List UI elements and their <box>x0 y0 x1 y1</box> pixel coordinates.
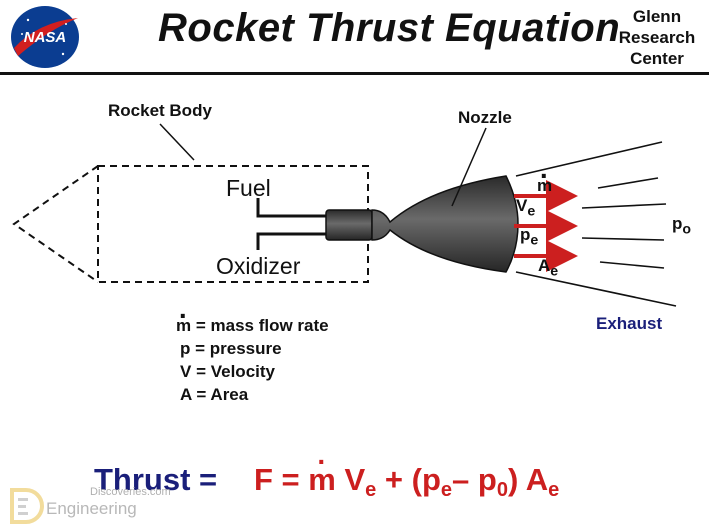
nozzle-bell <box>371 175 519 273</box>
ve-subscript: e <box>527 203 536 220</box>
exhaust-streak-3 <box>581 237 665 241</box>
eq-close-a: ) A <box>507 462 549 497</box>
header-divider <box>0 72 709 75</box>
legend-symbol-v: V <box>180 362 192 381</box>
eq-pe-sub: e <box>440 479 453 501</box>
nasa-logo-text: NASA <box>24 29 67 46</box>
legend-area: A = Area <box>180 385 248 405</box>
exhaust-label: Exhaust <box>596 314 663 333</box>
eq-v-sub: e <box>365 479 377 501</box>
oxidizer-pipe <box>256 232 326 250</box>
mdot-flow-label: m <box>537 176 552 196</box>
exhaust-streak-2 <box>581 203 667 209</box>
legend-def-a: = Area <box>196 385 249 404</box>
po-subscript: o <box>682 221 692 238</box>
thrust-label: Thrust = <box>94 462 218 497</box>
eq-plus-open: + (p <box>384 462 441 497</box>
legend-def-m: = mass flow rate <box>195 316 329 335</box>
exhaust-streak-4 <box>599 261 665 269</box>
eq-p0-sub: 0 <box>496 479 508 501</box>
pe-flow-label: pe <box>520 225 538 248</box>
nozzle-label: Nozzle <box>458 108 512 127</box>
center-line-1: Glenn <box>632 7 682 26</box>
watermark-logo-icon <box>10 488 44 524</box>
oxidizer-label: Oxidizer <box>216 253 301 279</box>
watermark-line-1: Discoveries.com <box>90 486 171 498</box>
rocket-body-leader <box>159 123 195 161</box>
page-title: Rocket Thrust Equation <box>158 6 621 50</box>
legend-def-v: = Velocity <box>196 362 275 381</box>
center-line-2: Research <box>618 28 696 47</box>
rocket-body-label: Rocket Body <box>108 101 212 120</box>
fuel-pipe <box>256 198 326 218</box>
po-symbol: p <box>672 214 683 233</box>
nozzle-leader <box>451 127 487 207</box>
eq-minus: – p <box>452 462 497 497</box>
ae-flow-label: Ae <box>538 256 558 279</box>
legend-symbol-m: m <box>176 316 191 336</box>
legend-pressure: p = pressure <box>180 339 282 359</box>
ae-symbol: A <box>538 256 551 275</box>
ambient-pressure-label: po <box>672 214 691 237</box>
pe-symbol: p <box>520 225 531 244</box>
eq-v: V <box>344 462 366 497</box>
legend-velocity: V = Velocity <box>180 362 275 382</box>
eq-mdot: m <box>308 462 336 498</box>
nasa-logo: NASA <box>11 6 79 68</box>
thrust-equation: F = m Ve + (pe– p0) Ae <box>254 462 559 502</box>
pe-subscript: e <box>530 232 539 249</box>
eq-f: F = <box>254 462 300 497</box>
center-line-3: Center <box>630 49 684 68</box>
legend-symbol-p: p <box>180 339 191 358</box>
nose-cone-outline <box>12 165 99 283</box>
plume-lower-line <box>515 271 677 307</box>
watermark-line-2: Engineering <box>46 499 137 518</box>
combustion-chamber <box>325 209 373 241</box>
legend-def-p: = pressure <box>195 339 282 358</box>
legend-mass-flow: m = mass flow rate <box>176 316 329 336</box>
plume-upper-line <box>515 141 663 177</box>
ve-flow-label: Ve <box>516 196 535 219</box>
exhaust-streak-1 <box>597 177 659 189</box>
mdot-symbol: m <box>537 176 552 196</box>
legend-symbol-a: A <box>180 385 192 404</box>
fuel-label: Fuel <box>226 175 271 201</box>
ae-subscript: e <box>550 263 559 280</box>
eq-a-sub: e <box>548 479 560 501</box>
ve-symbol: V <box>516 196 528 215</box>
glenn-research-center-label: Glenn Research Center <box>610 6 704 69</box>
